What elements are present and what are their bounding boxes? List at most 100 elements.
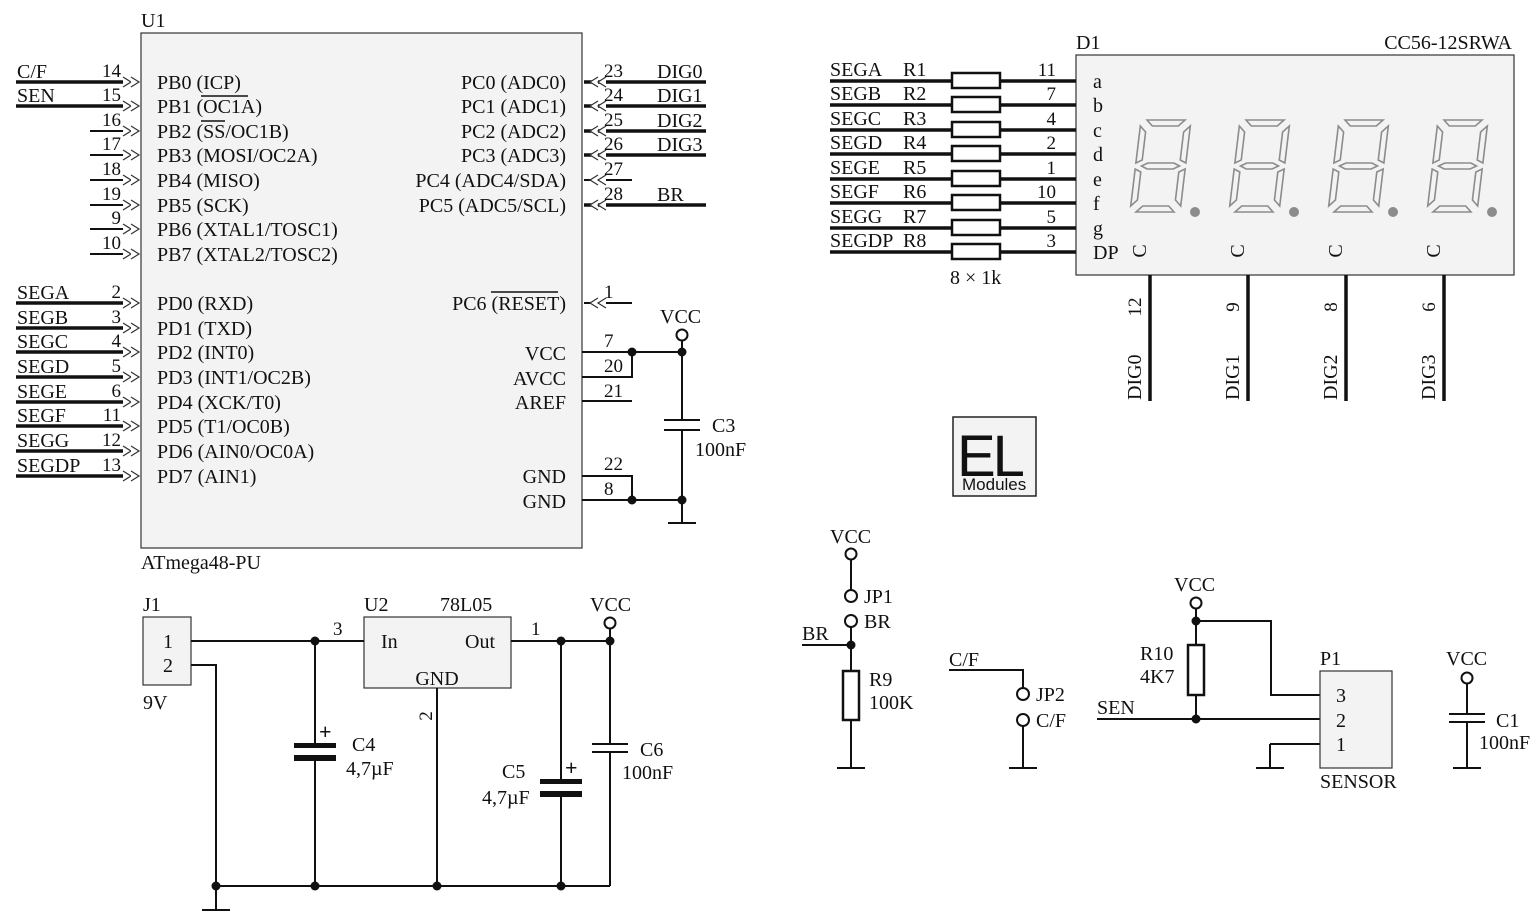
- pin-number: 2: [112, 282, 122, 303]
- resistor-body: [950, 242, 1002, 261]
- digit-2-segment: [1331, 205, 1374, 213]
- pin-number: 13: [102, 455, 121, 476]
- jp2-ref: JP2: [1036, 684, 1065, 706]
- c5-plate-pos: [540, 779, 582, 784]
- common-label: C: [1129, 244, 1151, 257]
- background-cutout: [670, 815, 1539, 919]
- pin-marker: [596, 149, 607, 161]
- segment-label: d: [1093, 144, 1103, 166]
- rnet-value: 8 × 1k: [950, 267, 1001, 289]
- c4-plate-pos: [294, 743, 336, 748]
- net-label: SEGE: [17, 381, 67, 403]
- r9-ref: R9: [869, 669, 892, 691]
- digit-2-dp: [1388, 207, 1398, 217]
- u2-in-label: In: [381, 631, 398, 653]
- net-label: DIG3: [657, 134, 703, 156]
- pin-number: 11: [103, 405, 121, 426]
- net-label: DIG0: [1124, 354, 1146, 400]
- net-label: SEGF: [17, 405, 66, 427]
- net-label: SEGG: [17, 430, 69, 452]
- sensor-vcc-label: VCC: [1174, 574, 1215, 596]
- j1-ref: J1: [143, 594, 161, 616]
- p1-body: [1319, 670, 1393, 769]
- net-label: SEGC: [17, 331, 68, 353]
- pin-number: 24: [604, 85, 624, 106]
- net-label: SEGC: [830, 108, 881, 130]
- junction: [432, 881, 442, 891]
- pin-label: PC6 (RESET): [452, 293, 566, 315]
- pin-marker: [596, 100, 607, 112]
- pin-marker: [122, 470, 140, 482]
- pin-number: 3: [1047, 231, 1057, 252]
- pin-label: PC0 (ADC0): [461, 72, 566, 94]
- resistor-ref: R7: [903, 206, 926, 228]
- net-label: DIG3: [1418, 354, 1440, 400]
- pin-label: PD2 (INT0): [157, 342, 254, 364]
- common-label: C: [1325, 244, 1347, 257]
- digit-1-segment: [1228, 167, 1241, 209]
- net-label: SEN: [17, 85, 55, 107]
- pin-marker: [588, 297, 599, 309]
- net-label: DIG1: [657, 85, 703, 107]
- r10-body: [1186, 643, 1206, 697]
- pin-num-22: 22: [604, 454, 623, 475]
- digit-3-dp: [1487, 207, 1497, 217]
- net-label: DIG2: [657, 110, 703, 132]
- pin-marker: [122, 125, 140, 137]
- c1-value: 100nF: [1479, 732, 1530, 754]
- pin-label: PB5 (SCK): [157, 195, 249, 217]
- digit-0-dp: [1190, 207, 1200, 217]
- pin-num-20: 20: [604, 356, 623, 377]
- junction: [1191, 714, 1201, 724]
- net-label: C/F: [17, 61, 47, 83]
- r10-ref: R10: [1140, 643, 1173, 665]
- d1-body: [1075, 54, 1515, 276]
- pin-label-vcc: VCC: [525, 343, 566, 365]
- segment-label: f: [1093, 193, 1100, 215]
- net-label: BR: [657, 184, 684, 206]
- pin-number: 9: [112, 208, 122, 229]
- c4-plate-neg: [294, 755, 336, 761]
- el-modules-logo: EL Modules: [952, 416, 1037, 497]
- segment-label: c: [1093, 120, 1102, 142]
- pin-number: 25: [604, 110, 623, 131]
- jp2-pad2: [1016, 713, 1030, 727]
- c3-ref: C3: [712, 415, 735, 437]
- resistor-body: [950, 95, 1002, 114]
- net-label: SEGDP: [830, 230, 893, 252]
- pin-marker: [588, 100, 599, 112]
- sensor-section: VCC R10 4K7 SEN P1 3 2 1 SENSOR: [1097, 574, 1397, 793]
- pin-label: PB3 (MOSI/OC2A): [157, 145, 318, 167]
- p1-value: SENSOR: [1320, 771, 1397, 793]
- pin-label: PB1 (OC1A): [157, 96, 262, 118]
- digit-0-segment: [1174, 167, 1187, 208]
- c1-wires: [1449, 684, 1485, 769]
- segment-label: b: [1093, 95, 1103, 117]
- junction: [627, 495, 637, 505]
- pin-marker: [588, 149, 599, 161]
- c6-ref: C6: [640, 739, 663, 761]
- junction: [846, 640, 856, 650]
- pin-label: PC1 (ADC1): [461, 96, 566, 118]
- digit-2-segment: [1337, 162, 1380, 170]
- pin-number: 23: [604, 61, 623, 82]
- c4-polarity: +: [319, 719, 332, 744]
- resistor-body: [950, 120, 1002, 139]
- p1-pin1: 1: [1336, 734, 1346, 756]
- pin-number: 8: [1321, 302, 1342, 312]
- p1-ref: P1: [1320, 648, 1341, 670]
- pin-number: 28: [604, 184, 623, 205]
- junction: [211, 881, 221, 891]
- segment-label: DP: [1093, 242, 1119, 264]
- u2-body: [363, 616, 512, 689]
- pin-marker: [122, 297, 140, 309]
- logo-frame: [952, 416, 1037, 497]
- pin-label: PC3 (ADC3): [461, 145, 566, 167]
- pin-marker: [596, 297, 607, 309]
- power-supply: J1 1 2 9V U2 78L05 In Out GND 3 1 2 + C4…: [142, 594, 673, 911]
- pin-label: PB0 (ICP): [157, 72, 241, 94]
- junction: [1191, 616, 1201, 626]
- pin-marker: [596, 76, 607, 88]
